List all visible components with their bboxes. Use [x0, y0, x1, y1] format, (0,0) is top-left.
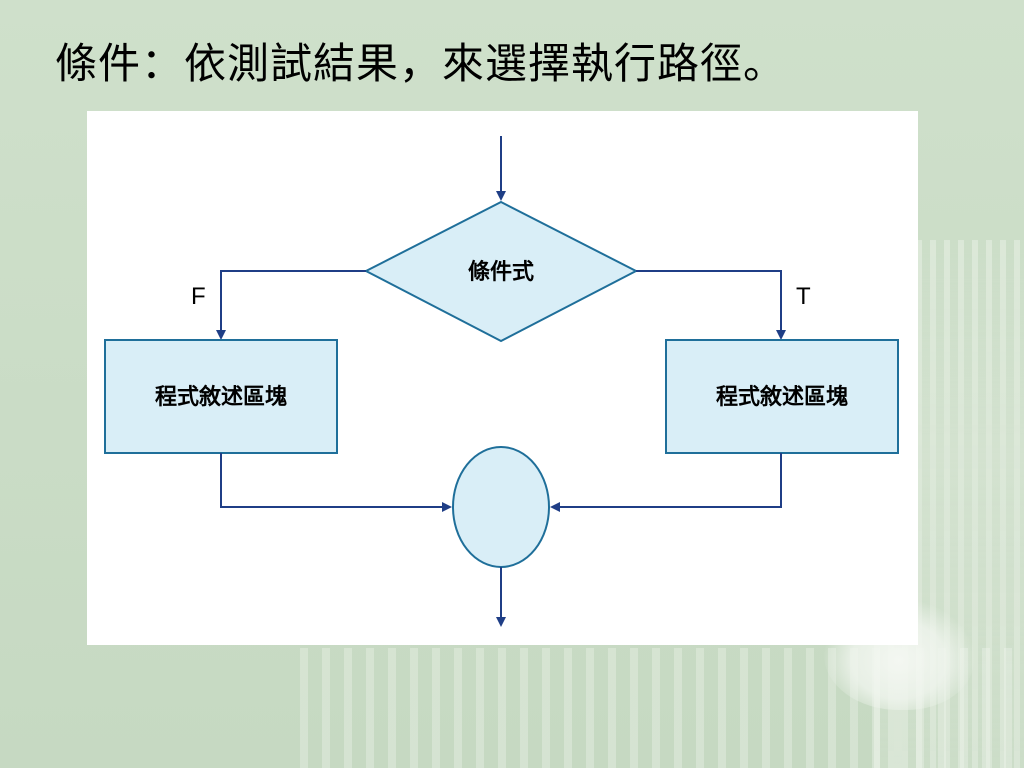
slide-title: 條件：依測試結果，來選擇執行路徑。: [55, 39, 787, 88]
true-branch-connector: [636, 270, 786, 340]
false-statement-label: 程式敘述區塊: [155, 384, 287, 410]
false-statement-block: [104, 339, 338, 454]
left-merge-connector: [220, 453, 452, 512]
false-branch-label: F: [191, 283, 206, 310]
flowchart-panel: 條件式 F T 程式敘述區塊 程式敘述區塊: [87, 111, 918, 645]
merge-connector-node: [452, 446, 550, 568]
true-statement-block: [665, 339, 899, 454]
condition-diamond: [363, 200, 639, 343]
flowchart-diagram: 條件式 F T 程式敘述區塊 程式敘述區塊: [104, 136, 899, 627]
true-statement-label: 程式敘述區塊: [716, 384, 848, 410]
condition-label: 條件式: [468, 260, 534, 285]
right-merge-connector: [550, 453, 782, 512]
false-branch-connector: [216, 270, 366, 340]
true-branch-label: T: [796, 283, 811, 310]
